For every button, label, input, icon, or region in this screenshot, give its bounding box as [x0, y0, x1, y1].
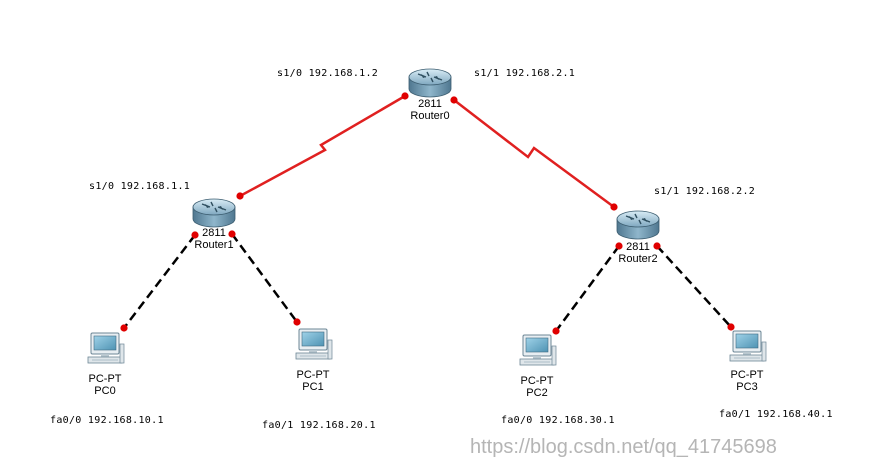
pc1-icon[interactable] [295, 328, 333, 360]
port-dot [401, 92, 409, 100]
pc1-name: PC1 [302, 381, 324, 393]
router1-icon[interactable] [192, 198, 236, 228]
port-dot [653, 242, 661, 250]
serial-link-router0-router1[interactable] [239, 94, 406, 198]
router0-s1-0-address: s1/0 192.168.1.2 [277, 68, 379, 79]
pc2-type: PC-PT [520, 375, 554, 387]
router2-icon[interactable] [616, 210, 660, 240]
port-dot [120, 324, 128, 332]
pc0-label: PC-PT PC0 [80, 373, 130, 397]
pc1-type: PC-PT [296, 369, 330, 381]
pc0-type: PC-PT [88, 373, 122, 385]
router1-model: 2811 [202, 227, 226, 239]
serial-link-router0-router2[interactable] [453, 99, 615, 209]
pc2-interface-address: fa0/0 192.168.30.1 [501, 415, 615, 426]
port-dot [191, 231, 199, 239]
pc0-interface-address: fa0/0 192.168.10.1 [50, 415, 164, 426]
router2-s1-1-address: s1/1 192.168.2.2 [654, 186, 756, 197]
pc2-icon[interactable] [519, 334, 557, 366]
ethernet-link-router1-pc0[interactable] [123, 234, 196, 329]
pc3-interface-address: fa0/1 192.168.40.1 [719, 409, 833, 420]
router1-name: Router1 [194, 239, 234, 251]
watermark-url: https://blog.csdn.net/qq_41745698 [470, 436, 777, 458]
router0-s1-1-address: s1/1 192.168.2.1 [474, 68, 576, 79]
router1-s1-0-address: s1/0 192.168.1.1 [89, 181, 191, 192]
router2-label: 2811 Router2 [613, 241, 663, 265]
port-dot [727, 323, 735, 331]
router0-model: 2811 [418, 98, 442, 110]
port-dot [236, 192, 244, 200]
pc0-icon[interactable] [87, 332, 125, 364]
port-dot [615, 242, 623, 250]
port-dot [228, 230, 236, 238]
router0-label: 2811 Router0 [405, 98, 455, 122]
pc2-name: PC2 [526, 387, 548, 399]
pc1-interface-address: fa0/1 192.168.20.1 [262, 420, 376, 431]
port-indicators [120, 92, 735, 335]
port-dot [293, 318, 301, 326]
router0-name: Router0 [410, 110, 450, 122]
port-dot [610, 203, 618, 211]
router2-model: 2811 [626, 241, 650, 253]
pc2-label: PC-PT PC2 [512, 375, 562, 399]
router0-icon[interactable] [408, 68, 452, 98]
router1-label: 2811 Router1 [189, 227, 239, 251]
pc3-type: PC-PT [730, 369, 764, 381]
pc3-label: PC-PT PC3 [722, 369, 772, 393]
pc3-name: PC3 [736, 381, 758, 393]
port-dot [450, 96, 458, 104]
ethernet-link-router2-pc2[interactable] [554, 245, 621, 332]
pc1-label: PC-PT PC1 [288, 369, 338, 393]
router2-name: Router2 [618, 253, 658, 265]
pc0-name: PC0 [94, 385, 116, 397]
port-dot [552, 327, 560, 335]
ethernet-link-router1-pc1[interactable] [230, 233, 299, 323]
ethernet-link-router2-pc3[interactable] [656, 245, 732, 328]
pc3-icon[interactable] [729, 330, 767, 362]
